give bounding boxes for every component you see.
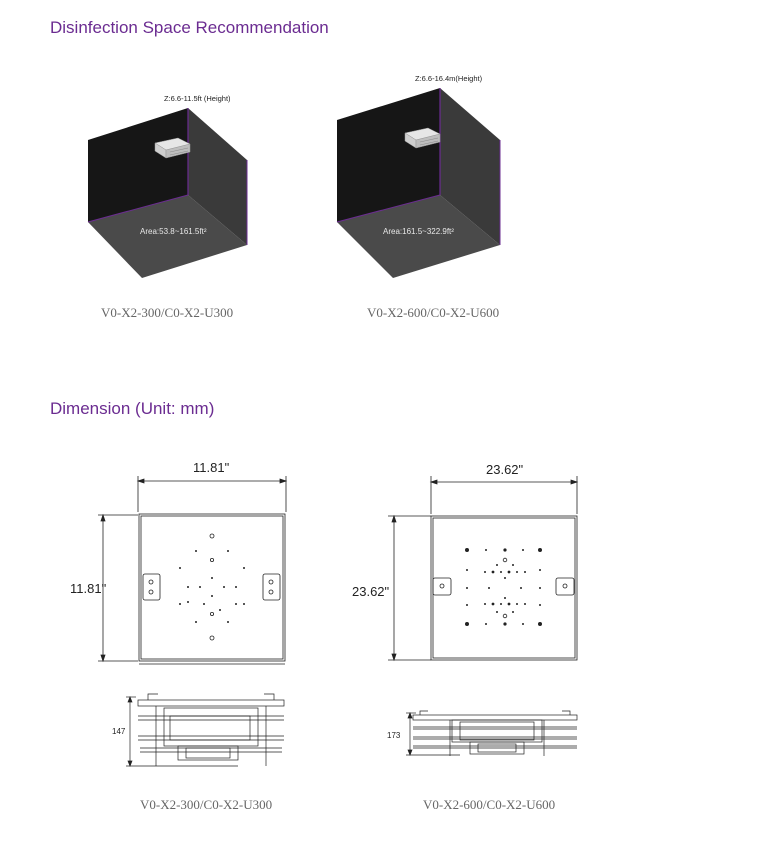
width-label-large: 23.62" (486, 462, 524, 477)
height-label-large: Z:6.6-16.4m(Height) (415, 74, 483, 83)
side-view-small (126, 693, 285, 767)
model-caption-space-large: V0-X2-600/C0-X2-U600 (367, 305, 500, 320)
height-dim-label-small: 11.81" (70, 581, 107, 596)
model-caption-dim-large: V0-X2-600/C0-X2-U600 (423, 797, 556, 812)
disinfection-section-title: Disinfection Space Recommendation (50, 18, 329, 37)
area-label-small: Area:53.8~161.5ft² (140, 227, 207, 236)
side-height-label-large: 173 (387, 731, 401, 740)
dimension-section-title: Dimension (Unit: mm) (50, 399, 215, 418)
room-cube-small: Z:6.6-11.5ft (Height) Area:53.8~161.5ft² (87, 94, 248, 278)
side-view-large (406, 710, 578, 756)
area-label-large: Area:161.5~322.9ft² (383, 227, 454, 236)
height-label-small: Z:6.6-11.5ft (Height) (164, 94, 231, 103)
top-view-large (388, 476, 579, 662)
model-caption-space-small: V0-X2-300/C0-X2-U300 (101, 305, 234, 320)
room-cube-large: Z:6.6-16.4m(Height) Area:161.5~322.9ft² (336, 74, 501, 278)
side-height-label-small: 147 (112, 727, 126, 736)
height-dim-label-large: 23.62" (352, 584, 390, 599)
top-view-small (98, 476, 288, 665)
device-icon (404, 127, 441, 149)
model-caption-dim-small: V0-X2-300/C0-X2-U300 (140, 797, 273, 812)
width-label-small: 11.81" (193, 460, 230, 475)
device-icon (154, 137, 191, 159)
